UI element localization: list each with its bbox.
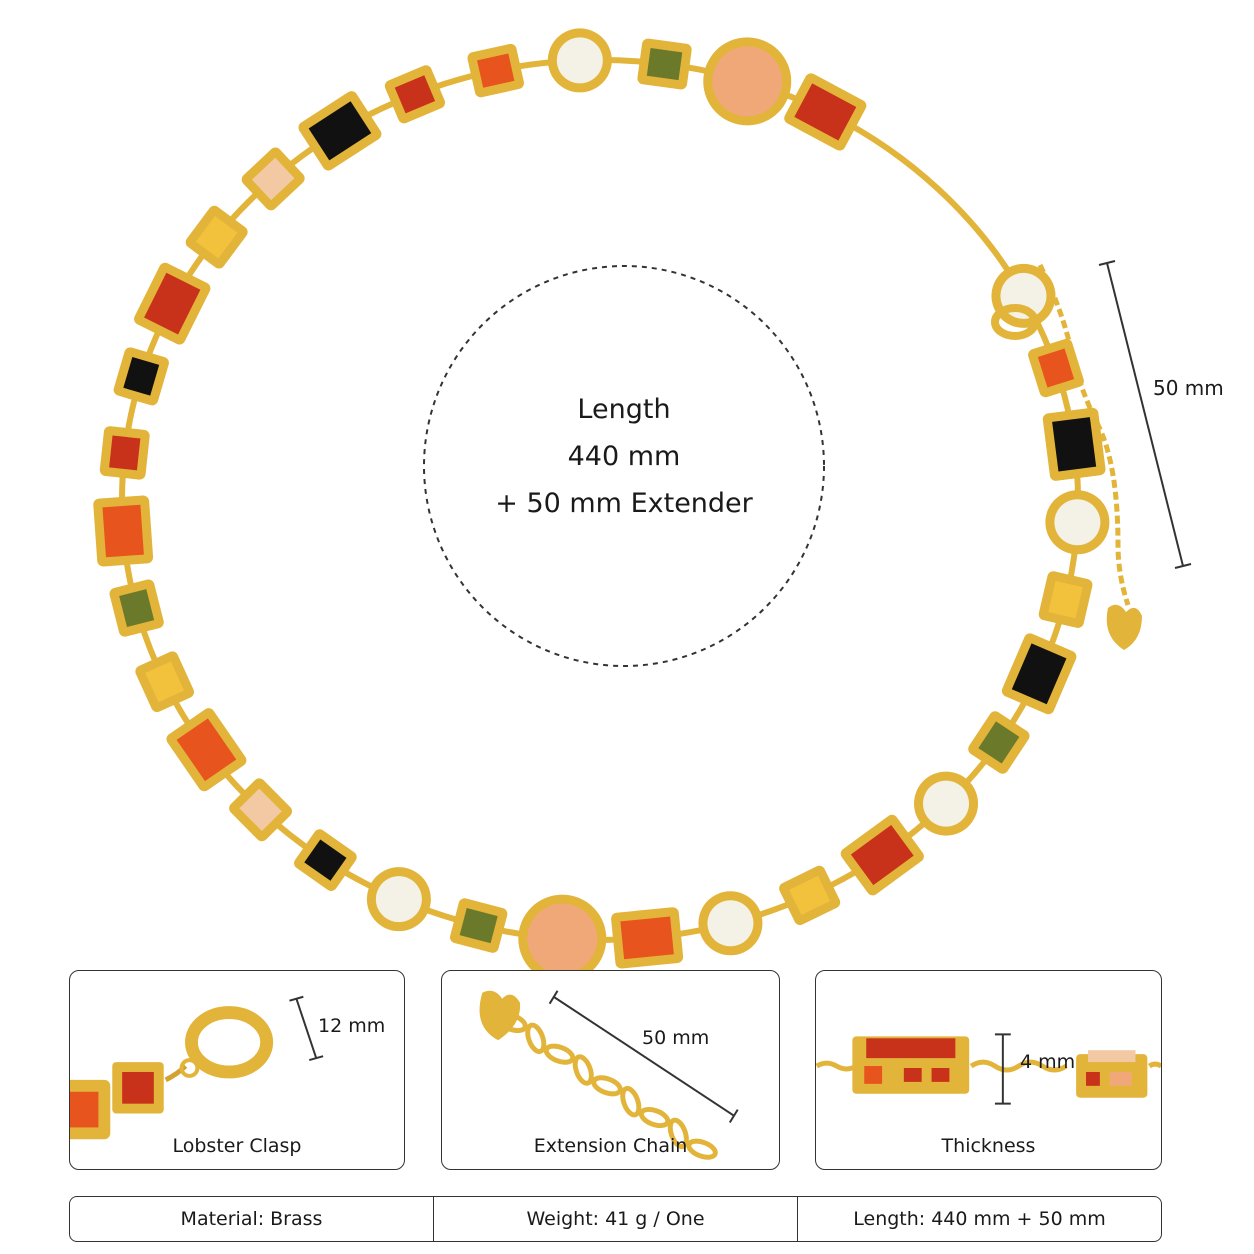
gem bbox=[840, 814, 924, 896]
gem bbox=[518, 894, 607, 970]
gem bbox=[99, 426, 150, 480]
gem bbox=[113, 347, 169, 406]
thickness-illustration bbox=[816, 1036, 1161, 1098]
chain-link bbox=[638, 1106, 671, 1129]
chain-link bbox=[572, 1054, 594, 1086]
gem bbox=[991, 263, 1056, 328]
spec-material-label: Material: bbox=[180, 1208, 265, 1230]
gem bbox=[914, 771, 979, 836]
length-heading: Length bbox=[577, 394, 671, 425]
gem bbox=[637, 38, 692, 90]
extender-dimension-line bbox=[1098, 260, 1192, 569]
clasp-dimension-label: 12 mm bbox=[318, 1015, 386, 1037]
gem bbox=[779, 865, 841, 926]
gem bbox=[449, 898, 508, 953]
gem bbox=[109, 579, 164, 637]
heart-charm bbox=[1106, 604, 1142, 650]
gem bbox=[547, 28, 612, 93]
chain-link bbox=[686, 1138, 718, 1160]
gem bbox=[134, 262, 211, 345]
extender-dimension-label: 50 mm bbox=[1153, 376, 1224, 400]
spec-weight: Weight: 41 g / One bbox=[433, 1197, 797, 1241]
chain-link bbox=[525, 1022, 547, 1055]
spec-length: Length: 440 mm + 50 mm bbox=[797, 1197, 1161, 1241]
panel-caption-thickness: Thickness bbox=[941, 1135, 1036, 1157]
panel-caption-lobster-clasp: Lobster Clasp bbox=[172, 1135, 302, 1157]
chain-link bbox=[591, 1075, 623, 1097]
chain-link bbox=[667, 1117, 689, 1150]
center-dashed-circle bbox=[423, 265, 825, 667]
gem bbox=[968, 711, 1030, 774]
extender-value: + 50 mm Extender bbox=[495, 488, 753, 519]
lobster-clasp-illustration bbox=[70, 1006, 274, 1140]
spec-bar: Material: Brass Weight: 41 g / One Lengt… bbox=[69, 1196, 1162, 1242]
panel-extension-chain: 50 mm Extension Chain bbox=[441, 970, 780, 1170]
panel-lobster-clasp: 12 mm Lobster Clasp bbox=[69, 970, 405, 1170]
spec-length-label: Length: bbox=[853, 1208, 926, 1230]
spec-weight-value: 41 g / One bbox=[605, 1208, 705, 1230]
length-info: Length 440 mm + 50 mm Extender bbox=[424, 386, 824, 527]
gem bbox=[166, 708, 247, 792]
lobster-clasp bbox=[991, 304, 1039, 340]
gem bbox=[467, 43, 524, 98]
gem bbox=[1001, 633, 1077, 715]
panel-thickness: 4 mm Thickness bbox=[815, 970, 1162, 1170]
necklace-illustration bbox=[93, 28, 1192, 970]
gem bbox=[241, 147, 305, 211]
spec-length-value: 440 mm + 50 mm bbox=[931, 1208, 1106, 1230]
necklace-gems bbox=[93, 28, 1110, 970]
length-value: 440 mm bbox=[567, 441, 681, 472]
gem bbox=[784, 73, 867, 151]
gem bbox=[1038, 571, 1093, 628]
spec-material: Material: Brass bbox=[70, 1197, 433, 1241]
extender-links bbox=[1037, 263, 1131, 606]
gem bbox=[229, 778, 293, 842]
gem bbox=[384, 65, 446, 124]
gem bbox=[93, 495, 154, 567]
gem bbox=[366, 867, 431, 932]
chain-link bbox=[620, 1085, 642, 1118]
gem bbox=[298, 91, 382, 171]
gem bbox=[1042, 407, 1106, 481]
spec-weight-label: Weight: bbox=[526, 1208, 600, 1230]
chain-link bbox=[496, 1011, 528, 1034]
spec-material-value: Brass bbox=[270, 1208, 323, 1230]
gem bbox=[185, 205, 248, 269]
chain-link bbox=[543, 1043, 576, 1065]
gem bbox=[1045, 490, 1110, 555]
gem bbox=[703, 37, 792, 126]
panel-caption-extension-chain: Extension Chain bbox=[533, 1135, 688, 1157]
gem bbox=[1028, 338, 1084, 398]
gem bbox=[611, 907, 684, 969]
gem bbox=[698, 891, 763, 956]
gem bbox=[294, 829, 357, 891]
chain-dimension-label: 50 mm bbox=[642, 1027, 710, 1049]
gem bbox=[135, 651, 195, 713]
thickness-dimension-label: 4 mm bbox=[1020, 1051, 1076, 1073]
extender-chain bbox=[991, 263, 1142, 650]
